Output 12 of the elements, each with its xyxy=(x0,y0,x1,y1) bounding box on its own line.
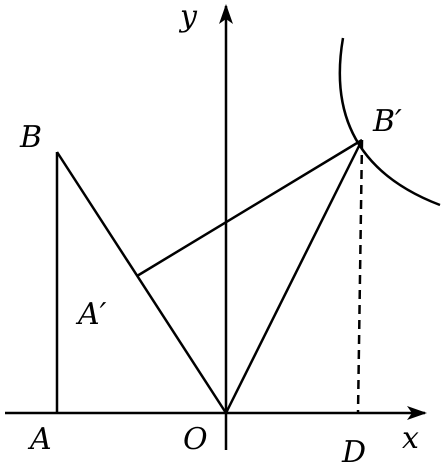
axis-label: x xyxy=(402,424,419,454)
point-label: A′ xyxy=(78,300,106,330)
axis-label: y xyxy=(180,2,197,32)
point-label: B′ xyxy=(373,107,402,137)
line-segment xyxy=(56,152,58,413)
line-segment xyxy=(56,151,228,414)
point-label: D xyxy=(342,438,366,468)
point-label: B xyxy=(20,123,42,153)
point-label: O xyxy=(183,425,208,455)
point-label: A xyxy=(30,425,52,455)
line-segment xyxy=(136,138,363,278)
dashed-line xyxy=(356,140,364,414)
